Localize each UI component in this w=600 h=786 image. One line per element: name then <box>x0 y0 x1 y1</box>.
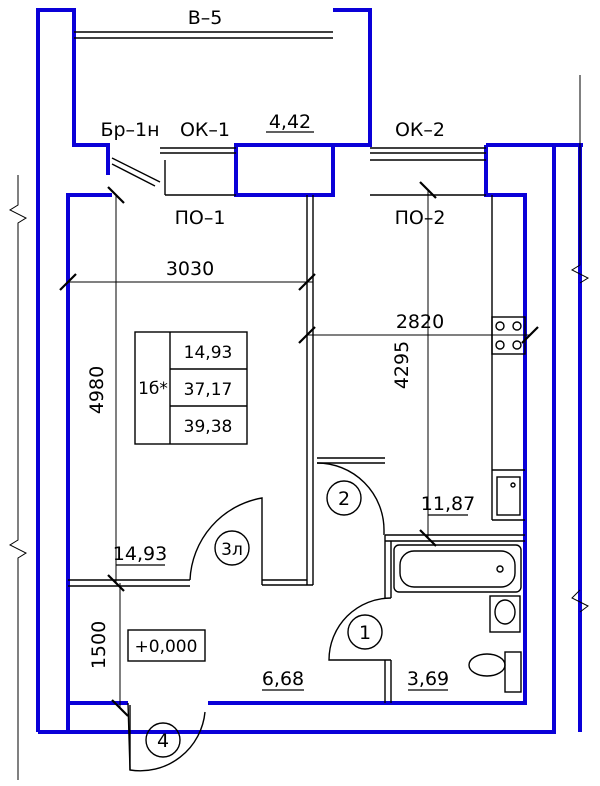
fixtures <box>393 316 526 693</box>
balcony-label: В–5 <box>188 7 223 29</box>
wall-left-inner <box>66 193 112 732</box>
dim-room-width: 3030 <box>166 258 214 280</box>
apartment-table <box>134 331 248 445</box>
balcony-door-label: Бр–1н <box>100 119 159 141</box>
door-swings <box>127 462 392 772</box>
exterior-walls <box>36 8 583 734</box>
kitchen-area: 11,87 <box>421 493 475 515</box>
bathroom-area: 3,69 <box>407 668 449 690</box>
room-circle-3l <box>214 530 250 566</box>
window-1-label: ОК–1 <box>180 119 230 141</box>
dim-kitchen-width: 2820 <box>396 311 444 333</box>
balcony-door-leaf <box>111 157 161 183</box>
dim-room-depth: 4980 <box>86 366 108 414</box>
level-mark: +0,000 <box>135 637 198 657</box>
room-circle-4 <box>145 722 181 758</box>
door-swing-4 <box>129 705 206 772</box>
balcony <box>74 31 333 39</box>
toilet-bowl <box>468 653 506 677</box>
lintel-1-label: ПО–1 <box>175 207 226 229</box>
living-room-area: 14,93 <box>113 543 167 565</box>
bathtub <box>393 544 522 593</box>
room-number-2: 2 <box>338 488 350 510</box>
dimension-lines <box>8 75 590 780</box>
top-openings <box>111 147 486 196</box>
door-swing-2 <box>316 462 385 535</box>
level-mark-box <box>127 629 206 662</box>
room-number-3l: 3л <box>221 540 243 560</box>
lintel-2-label: ПО–2 <box>395 207 446 229</box>
room-number-1: 1 <box>359 622 371 644</box>
dim-hall-depth: 1500 <box>88 621 110 669</box>
room-number-4: 4 <box>157 730 169 752</box>
toilet-tank <box>504 651 522 693</box>
door-swing-1 <box>328 597 392 661</box>
wall-left-outer <box>36 8 110 732</box>
balcony-area-label: 4,42 <box>269 111 311 133</box>
hallway-area: 6,68 <box>262 668 304 690</box>
partitions <box>68 195 525 703</box>
door-swing-3l <box>189 497 263 585</box>
window-2-label: ОК–2 <box>395 119 445 141</box>
apartment-type: 1б* <box>138 379 168 399</box>
wall-right-outer <box>38 143 556 734</box>
room-circle-2 <box>326 480 362 516</box>
living-area-value: 14,93 <box>184 343 233 363</box>
room-circle-1 <box>347 614 383 650</box>
wall-right-inner <box>208 145 527 705</box>
total-area-value: 37,17 <box>184 380 233 400</box>
dim-kitchen-depth: 4295 <box>391 341 413 389</box>
area-with-balcony-value: 39,38 <box>184 417 233 437</box>
washbasin <box>489 595 521 633</box>
kitchen-sink <box>496 476 521 516</box>
